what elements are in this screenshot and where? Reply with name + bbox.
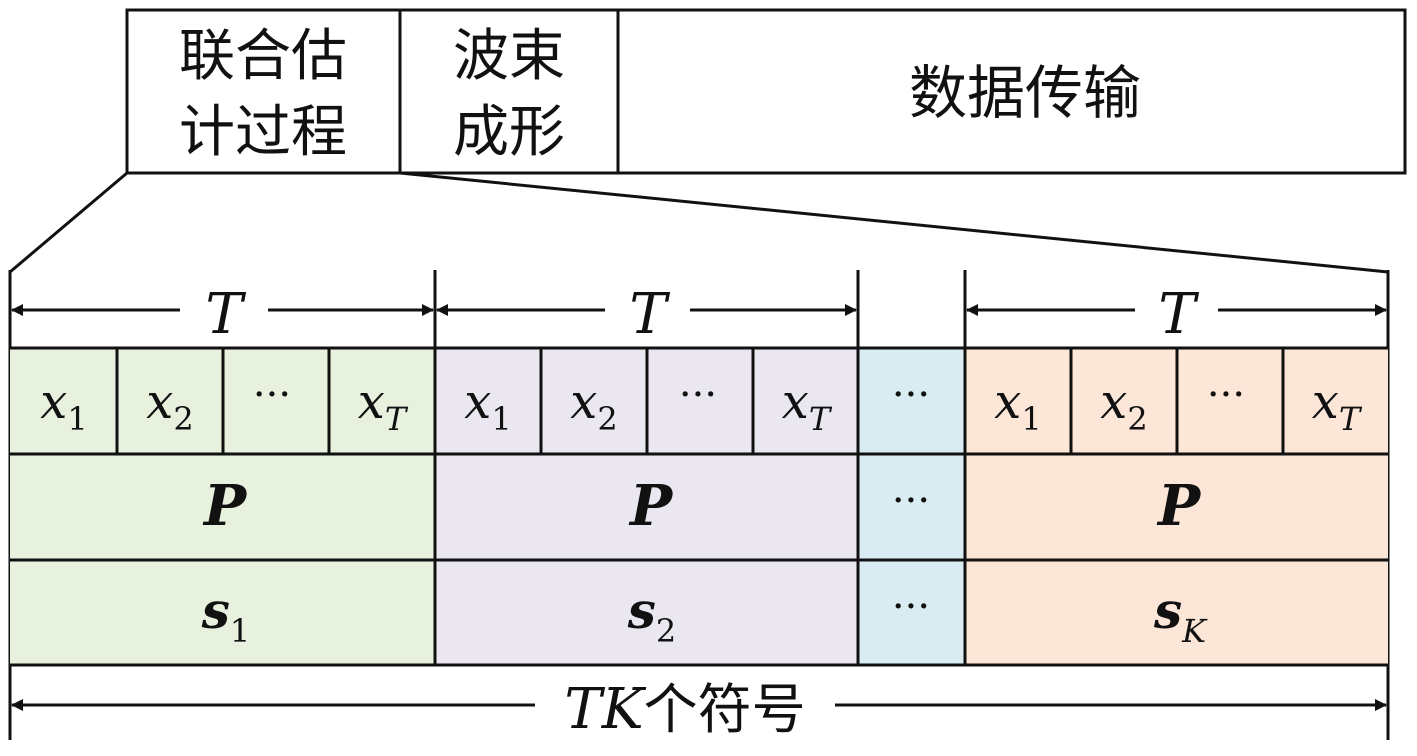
symbol-xT: xT	[1312, 374, 1363, 438]
symbol-x2: x2	[146, 374, 193, 438]
symbol-x1: x1	[464, 374, 511, 438]
phase-joint-estimation-line1: 联合估	[179, 24, 347, 89]
precoder-label: P	[628, 473, 674, 539]
period-label: T	[629, 282, 670, 347]
zoom-line-left	[9, 171, 128, 274]
precoder-label: P	[1156, 473, 1202, 539]
phase-beamforming-box	[398, 8, 620, 175]
symbol-ellipsis: ···	[679, 372, 717, 418]
stream-label: s2	[627, 581, 677, 650]
zoom-line-right	[399, 171, 1389, 274]
symbol-x2: x2	[570, 374, 617, 438]
symbol-xT: xT	[358, 374, 409, 438]
gap-ellipsis: ···	[892, 478, 930, 524]
phase-joint-estimation-line2: 计过程	[179, 100, 347, 165]
block-k: x1 x2 ··· xT P sK	[965, 346, 1388, 667]
phase-data-transmission-box	[616, 8, 1407, 175]
symbol-x1: x1	[40, 374, 87, 438]
gap-ellipsis: ···	[892, 372, 930, 418]
total-symbols-label: TK个符号	[564, 677, 805, 742]
phase-beamforming-line1: 波束	[453, 24, 565, 89]
phase-beamforming-line2: 成形	[453, 100, 565, 165]
precoder-label: P	[202, 473, 248, 539]
symbol-xT: xT	[782, 374, 833, 438]
gap-column: ··· ··· ···	[858, 346, 965, 667]
phase-data-transmission-label: 数据传输	[909, 59, 1141, 127]
gap-ellipsis: ···	[892, 584, 930, 630]
symbol-ellipsis: ···	[1207, 372, 1245, 418]
symbol-ellipsis: ···	[253, 372, 291, 418]
phase-joint-estimation-box	[125, 8, 402, 175]
block-2: x1 x2 ··· xT P s2	[435, 346, 858, 667]
symbol-x2: x2	[1100, 374, 1147, 438]
period-label: T	[205, 282, 246, 347]
block-1: x1 x2 ··· xT P s1	[10, 346, 435, 667]
gap-column-background	[858, 348, 965, 665]
stream-label: sK	[1153, 581, 1208, 650]
period-label: T	[1158, 282, 1199, 347]
top-frame: 联合估 计过程 波束 成形 数据传输	[125, 8, 1407, 175]
symbol-x1: x1	[994, 374, 1041, 438]
stream-label: s1	[201, 581, 251, 650]
